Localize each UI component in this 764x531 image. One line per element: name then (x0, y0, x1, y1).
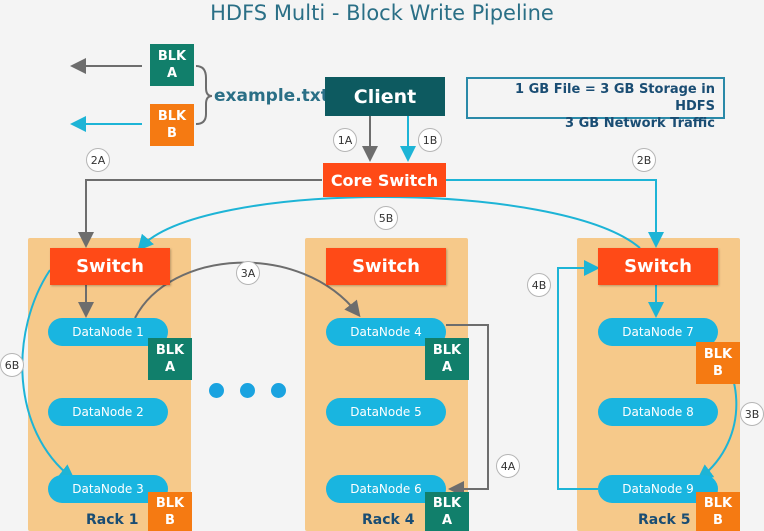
dn7-block-b-line1: BLK (703, 347, 733, 362)
legend-block-b-line1: BLK (157, 109, 187, 124)
arrow-2b (446, 179, 664, 248)
step-badge-3b: 3B (740, 402, 764, 426)
dn7-block-b: BLK B (696, 342, 740, 384)
rack-1-switch: Switch (50, 248, 170, 285)
datanode-5: DataNode 5 (326, 398, 446, 426)
step-badge-1a: 1A (333, 128, 357, 152)
dn9-block-b-line2: B (713, 512, 723, 528)
datanode-9: DataNode 9 (598, 475, 718, 503)
legend-block-b-line2: B (167, 126, 177, 141)
step-badge-5b: 5B (374, 206, 398, 230)
legend-block-a-line1: BLK (157, 49, 187, 64)
legend-block-b: BLK B (150, 104, 194, 146)
rack-1-label: Rack 1 (86, 512, 139, 528)
dn1-block-a: BLK A (148, 338, 192, 380)
dn7-block-b-line2: B (713, 364, 723, 379)
dn4-block-a: BLK A (425, 338, 469, 380)
dn4-block-a-line1: BLK (432, 343, 462, 358)
rack-4-switch: Switch (326, 248, 446, 285)
step-badge-4b: 4B (527, 273, 551, 297)
ellipsis-dot-2 (240, 383, 255, 398)
step-badge-4a: 4A (496, 454, 520, 478)
legend-block-a-line2: A (166, 66, 178, 81)
dn3-block-b: BLK B (148, 492, 192, 531)
info-line-1: 1 GB File = 3 GB Storage in HDFS (515, 82, 715, 114)
step-badge-2a: 2A (86, 148, 110, 172)
rack-5-label: Rack 5 (638, 512, 691, 528)
arrow-4a (446, 324, 489, 497)
diagram-title: HDFS Multi - Block Write Pipeline (210, 1, 554, 25)
arrow-4b (557, 260, 600, 490)
dn4-block-a-line2: A (441, 360, 453, 375)
arrow-5b (137, 196, 641, 251)
ellipsis-dot-3 (271, 383, 286, 398)
info-line-2: 3 GB Network Traffic (565, 116, 715, 131)
ellipsis-dot-1 (209, 383, 224, 398)
step-badge-2b: 2B (632, 148, 656, 172)
dn1-block-a-line2: A (164, 360, 176, 375)
datanode-2: DataNode 2 (48, 398, 168, 426)
core-switch: Core Switch (323, 163, 446, 197)
step-badge-1b: 1B (418, 128, 442, 152)
dn9-block-b: BLK B (696, 492, 740, 531)
dn6-block-a-line2: A (441, 512, 453, 528)
client-node: Client (325, 77, 445, 116)
step-badge-6b: 6B (0, 353, 24, 377)
datanode-8: DataNode 8 (598, 398, 718, 426)
rack-4-label: Rack 4 (362, 512, 415, 528)
arrow-2a (78, 179, 322, 248)
dn6-block-a-line1: BLK (432, 495, 462, 511)
dn9-block-b-line1: BLK (703, 495, 733, 511)
datanode-1: DataNode 1 (48, 318, 168, 346)
dn1-block-a-line1: BLK (155, 343, 185, 358)
datanode-7: DataNode 7 (598, 318, 718, 346)
info-box: 1 GB File = 3 GB Storage in HDFS 3 GB Ne… (466, 77, 725, 131)
legend-block-a: BLK A (150, 44, 194, 86)
arrow-6b (21, 269, 76, 481)
arrow-3a (134, 261, 361, 319)
step-badge-3a: 3A (236, 261, 260, 285)
file-name: example.txt (214, 86, 329, 106)
dn6-block-a: BLK A (425, 492, 469, 531)
rack-5-switch: Switch (598, 248, 718, 285)
dn3-block-b-line2: B (165, 512, 175, 528)
dn3-block-b-line1: BLK (155, 495, 185, 511)
block-bracket (195, 65, 213, 125)
